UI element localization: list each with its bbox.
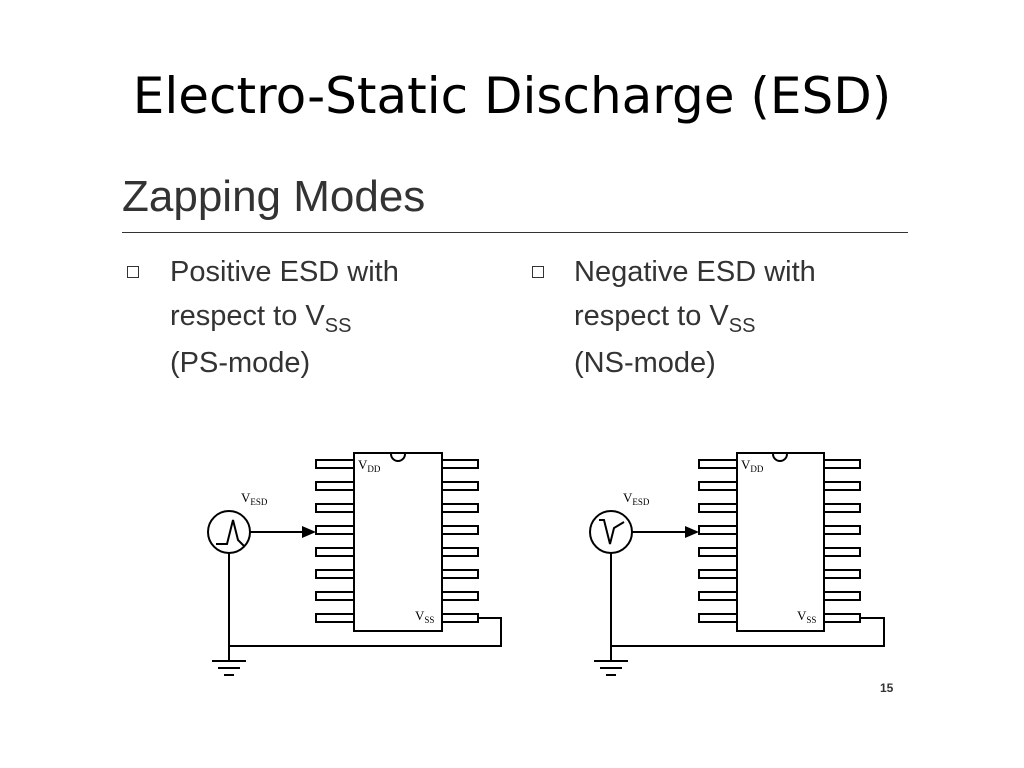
ic-pin (821, 481, 861, 491)
ic-pin (315, 459, 355, 469)
ic-pin (698, 591, 738, 601)
bullet-square-icon (532, 266, 544, 278)
bullet-ps-mode: Positive ESD with respect to VSS (PS-mod… (170, 250, 399, 385)
negative-pulse-icon (599, 519, 625, 545)
ic-notch (390, 453, 406, 462)
bullet-line: (NS-mode) (574, 347, 716, 379)
ic-pin (439, 569, 479, 579)
left-pins (698, 459, 738, 623)
page-number: 15 (880, 681, 894, 695)
ic-pin (439, 613, 479, 623)
right-pins (439, 459, 479, 623)
ic-pin (821, 525, 861, 535)
ic-pin (698, 481, 738, 491)
bullet-text: respect to V (574, 300, 729, 332)
bullet-ns-mode: Negative ESD with respect to VSS (NS-mod… (574, 250, 816, 385)
esd-source-icon (589, 510, 633, 554)
ic-pin (315, 525, 355, 535)
vss-return-wire (611, 617, 885, 647)
ic-pin (439, 459, 479, 469)
slide-title: Electro-Static Discharge (ESD) (132, 67, 892, 125)
ps-mode-diagram: VDD VSS VESD (207, 452, 502, 676)
bullet-line: Positive ESD with (170, 256, 399, 288)
ic-pin (821, 459, 861, 469)
subscript: SS (728, 315, 756, 337)
ic-pin (439, 525, 479, 535)
ic-pin (698, 613, 738, 623)
ic-pin (315, 503, 355, 513)
ic-pin (698, 503, 738, 513)
ic-pin (439, 503, 479, 513)
ic-pin (698, 525, 738, 535)
ic-pin (439, 481, 479, 491)
bullet-text: respect to V (170, 300, 325, 332)
bullet-line: respect to VSS (574, 294, 816, 341)
ic-pin (821, 547, 861, 557)
vss-label: VSS (415, 608, 434, 625)
right-pins (821, 459, 861, 623)
subscript: SS (324, 315, 352, 337)
ic-pin (698, 459, 738, 469)
bullet-line: Negative ESD with (574, 256, 816, 288)
ic-notch (772, 453, 788, 462)
ic-pin (821, 503, 861, 513)
bullet-line: respect to VSS (170, 294, 399, 341)
vss-return-wire (229, 617, 502, 647)
vesd-label: VESD (241, 490, 268, 507)
ic-pin (315, 547, 355, 557)
positive-pulse-icon (216, 519, 245, 547)
ground-icon (594, 660, 628, 676)
arrow-icon (685, 526, 699, 538)
ns-mode-diagram: VDD VSS VESD (589, 452, 885, 676)
ic-pin (698, 547, 738, 557)
ic-body (736, 452, 825, 632)
ic-pin (821, 591, 861, 601)
ic-pin (315, 613, 355, 623)
divider (122, 232, 908, 233)
ic-pin (315, 481, 355, 491)
ic-pin (821, 613, 861, 623)
left-pins (315, 459, 355, 623)
ic-pin (439, 547, 479, 557)
vss-label: VSS (797, 608, 816, 625)
ground-icon (212, 660, 246, 676)
ic-pin (698, 569, 738, 579)
ic-pin (821, 569, 861, 579)
ic-pin (439, 591, 479, 601)
vdd-label: VDD (358, 457, 381, 474)
section-title: Zapping Modes (122, 172, 426, 221)
ic-pin (315, 591, 355, 601)
arrow-icon (302, 526, 316, 538)
ic-pin (315, 569, 355, 579)
vesd-label: VESD (623, 490, 650, 507)
vdd-label: VDD (741, 457, 764, 474)
ic-body (353, 452, 443, 632)
bullet-square-icon (127, 266, 139, 278)
bullet-line: (PS-mode) (170, 347, 311, 379)
